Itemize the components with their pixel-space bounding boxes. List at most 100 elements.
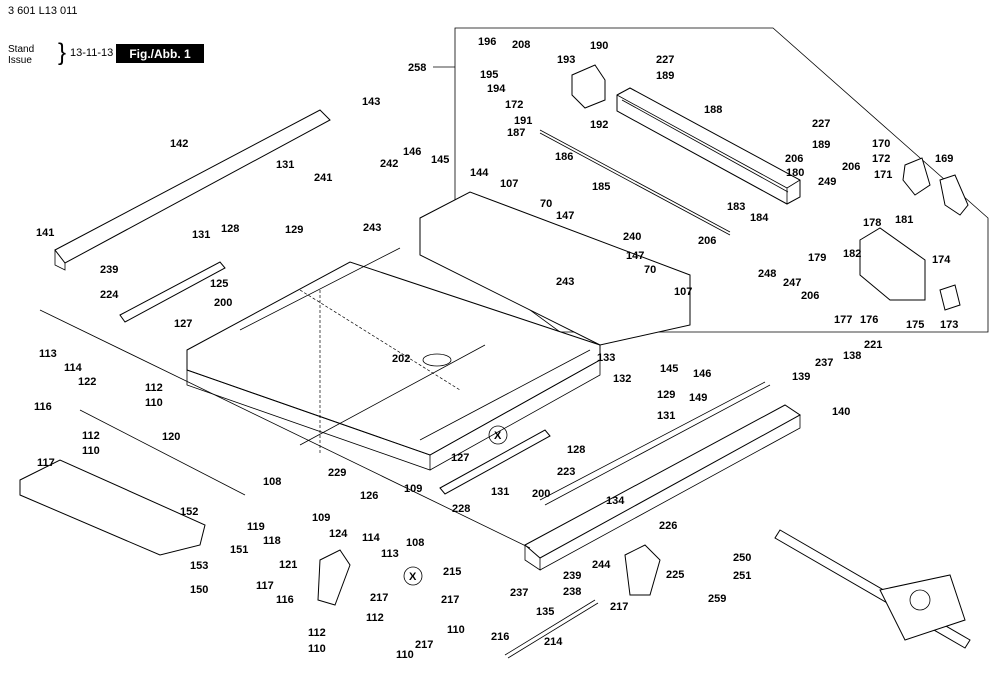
callout-190: 190 xyxy=(590,40,608,52)
callout-128: 128 xyxy=(567,444,585,456)
issue-date: 13-11-13 xyxy=(70,47,114,59)
callout-214: 214 xyxy=(544,636,563,648)
callout-227: 227 xyxy=(812,118,830,130)
callout-250: 250 xyxy=(733,552,751,564)
callout-208: 208 xyxy=(512,39,530,51)
callout-184: 184 xyxy=(750,212,769,224)
callout-149: 149 xyxy=(689,392,707,404)
callout-112: 112 xyxy=(308,627,326,639)
callout-217: 217 xyxy=(370,592,388,604)
stand-label: Stand Issue xyxy=(8,44,34,66)
callout-124: 124 xyxy=(329,528,348,540)
callout-178: 178 xyxy=(863,217,881,229)
callout-206: 206 xyxy=(785,153,803,165)
callout-244: 244 xyxy=(592,559,611,571)
callout-110: 110 xyxy=(396,649,414,661)
callout-120: 120 xyxy=(162,431,180,443)
callout-240: 240 xyxy=(623,231,641,243)
callout-176: 176 xyxy=(860,314,878,326)
callout-170: 170 xyxy=(872,138,890,150)
callout-135: 135 xyxy=(536,606,554,618)
callout-128: 128 xyxy=(221,223,239,235)
lock-handle xyxy=(939,174,969,216)
callout-188: 188 xyxy=(704,104,722,116)
front-rail xyxy=(54,109,331,271)
callout-112: 112 xyxy=(82,430,100,442)
callout-132: 132 xyxy=(613,373,631,385)
control-handle xyxy=(317,549,351,606)
callout-108: 108 xyxy=(406,537,424,549)
callout-122: 122 xyxy=(78,376,96,388)
callout-138: 138 xyxy=(843,350,861,362)
lever xyxy=(504,599,596,656)
callout-147: 147 xyxy=(556,210,574,222)
callout-142: 142 xyxy=(170,138,188,150)
callout-119: 119 xyxy=(247,521,265,533)
callout-147: 147 xyxy=(626,250,644,262)
figure-badge: Fig./Abb. 1 xyxy=(116,44,204,63)
callout-228: 228 xyxy=(452,503,470,515)
blade-guard xyxy=(19,459,206,556)
callout-121: 121 xyxy=(279,559,297,571)
callout-114: 114 xyxy=(362,532,381,544)
callout-181: 181 xyxy=(895,214,913,226)
scale-strip xyxy=(539,381,771,506)
callout-X: X xyxy=(494,430,502,442)
callout-243: 243 xyxy=(556,276,574,288)
callout-108: 108 xyxy=(263,476,281,488)
callout-116: 116 xyxy=(34,401,52,413)
callout-117: 117 xyxy=(37,457,55,469)
callout-247: 247 xyxy=(783,277,801,289)
callout-239: 239 xyxy=(100,264,118,276)
callout-183: 183 xyxy=(727,201,745,213)
stand-label-de: Stand xyxy=(8,44,35,55)
callout-116: 116 xyxy=(276,594,294,606)
callout-127: 127 xyxy=(451,452,469,464)
callout-189: 189 xyxy=(812,139,830,151)
callout-113: 113 xyxy=(39,348,57,360)
rail-bracket xyxy=(624,544,661,596)
callout-237: 237 xyxy=(510,587,528,599)
fence-rail xyxy=(616,87,801,205)
callout-125: 125 xyxy=(210,278,228,290)
callout-146: 146 xyxy=(693,368,711,380)
callout-251: 251 xyxy=(733,570,751,582)
callout-191: 191 xyxy=(514,115,532,127)
callout-227: 227 xyxy=(656,54,674,66)
callout-131: 131 xyxy=(192,229,210,241)
callout-216: 216 xyxy=(491,631,509,643)
callout-127: 127 xyxy=(174,318,192,330)
stand-label-en: Issue xyxy=(8,55,32,66)
callout-221: 221 xyxy=(864,339,882,351)
callout-171: 171 xyxy=(874,169,892,181)
callout-243: 243 xyxy=(363,222,381,234)
callout-239: 239 xyxy=(563,570,581,582)
callout-206: 206 xyxy=(801,290,819,302)
table-top xyxy=(186,247,601,471)
rear-rail xyxy=(524,404,801,571)
callout-179: 179 xyxy=(808,252,826,264)
callout-141: 141 xyxy=(36,227,54,239)
callout-152: 152 xyxy=(180,506,198,518)
callout-248: 248 xyxy=(758,268,776,280)
callout-187: 187 xyxy=(507,127,525,139)
callout-200: 200 xyxy=(532,488,550,500)
callout-110: 110 xyxy=(145,397,163,409)
fence-clamp xyxy=(859,227,926,301)
callout-169: 169 xyxy=(935,153,953,165)
callout-259: 259 xyxy=(708,593,726,605)
miter-gauge xyxy=(774,529,971,649)
callout-143: 143 xyxy=(362,96,380,108)
callout-131: 131 xyxy=(491,486,509,498)
callout-241: 241 xyxy=(314,172,332,184)
callout-129: 129 xyxy=(285,224,303,236)
callout-133: 133 xyxy=(597,352,615,364)
fence-rod xyxy=(539,129,731,233)
callout-x-circle xyxy=(488,425,508,445)
callout-224: 224 xyxy=(100,289,119,301)
table-extension xyxy=(419,191,691,346)
callout-117: 117 xyxy=(256,580,274,592)
callout-193: 193 xyxy=(557,54,575,66)
callout-109: 109 xyxy=(404,483,422,495)
